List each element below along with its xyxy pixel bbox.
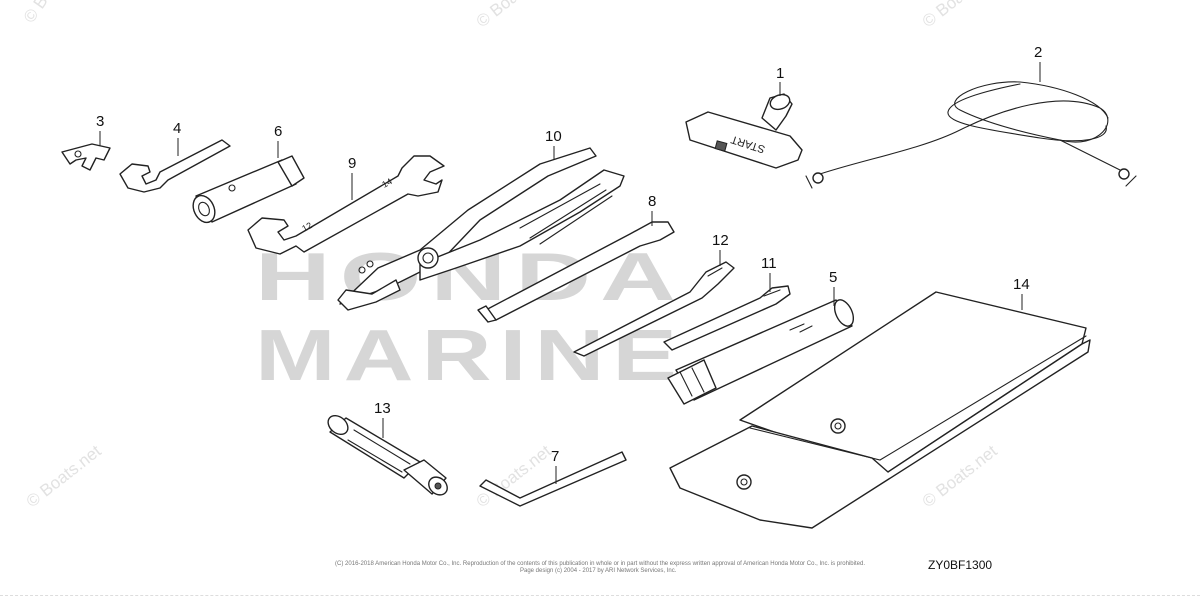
- watermark-text: © Boats.net: [473, 0, 555, 31]
- callout-13: 13: [374, 400, 391, 417]
- callout-3: 3: [96, 113, 104, 130]
- part-13-screwdriver-grip: [327, 414, 448, 496]
- wrench-size-a: 14: [380, 176, 394, 190]
- part-9-combination-wrench: 14 12: [247, 155, 445, 255]
- copyright-line-1: (C) 2016-2018 American Honda Motor Co., …: [335, 561, 865, 567]
- figure-code: ZY0BF1300: [928, 558, 992, 572]
- part-8-screwdriver-a: [477, 221, 675, 323]
- callout-11: 11: [761, 255, 777, 272]
- part-11-screwdriver-b: [663, 285, 791, 351]
- copyright-line-2: Page design (c) 2004 - 2017 by ARI Netwo…: [520, 568, 677, 574]
- watermark-text: © Boats.net: [919, 0, 1001, 31]
- part-5-plug-wrench: [667, 299, 855, 405]
- part-10-pliers: [337, 147, 625, 311]
- part-14-tool-bag: [669, 291, 1091, 529]
- part-4-open-end-wrench: [119, 139, 231, 193]
- watermark-text: © Boats.net: [23, 441, 105, 511]
- part-2-starter-rope: [805, 81, 1137, 189]
- callout-10: 10: [545, 128, 562, 145]
- callout-6: 6: [274, 123, 282, 140]
- callout-7: 7: [551, 448, 559, 465]
- part-6-box-wrench: [192, 155, 305, 224]
- callout-12: 12: [712, 232, 729, 249]
- part-3-clip: [61, 143, 111, 171]
- callout-1: 1: [776, 65, 784, 82]
- part-12-screwdriver-c: [573, 261, 735, 357]
- page-edge-rule: [0, 595, 1200, 596]
- part-1-start-grip: START: [685, 93, 803, 169]
- callout-2: 2: [1034, 44, 1042, 61]
- callout-5: 5: [829, 269, 837, 286]
- part-7-hex-key: [479, 451, 627, 507]
- callout-4: 4: [173, 120, 181, 137]
- wrench-size-b: 12: [300, 220, 314, 234]
- brand-line-2: MARINE: [255, 316, 685, 396]
- callout-14: 14: [1013, 276, 1030, 293]
- callouts: 1 2 3 4 5 6 7 8 9 10 11 12 13 14: [96, 44, 1042, 484]
- corner-watermark: © B: [20, 0, 52, 26]
- callout-8: 8: [648, 193, 656, 210]
- callout-9: 9: [348, 155, 356, 172]
